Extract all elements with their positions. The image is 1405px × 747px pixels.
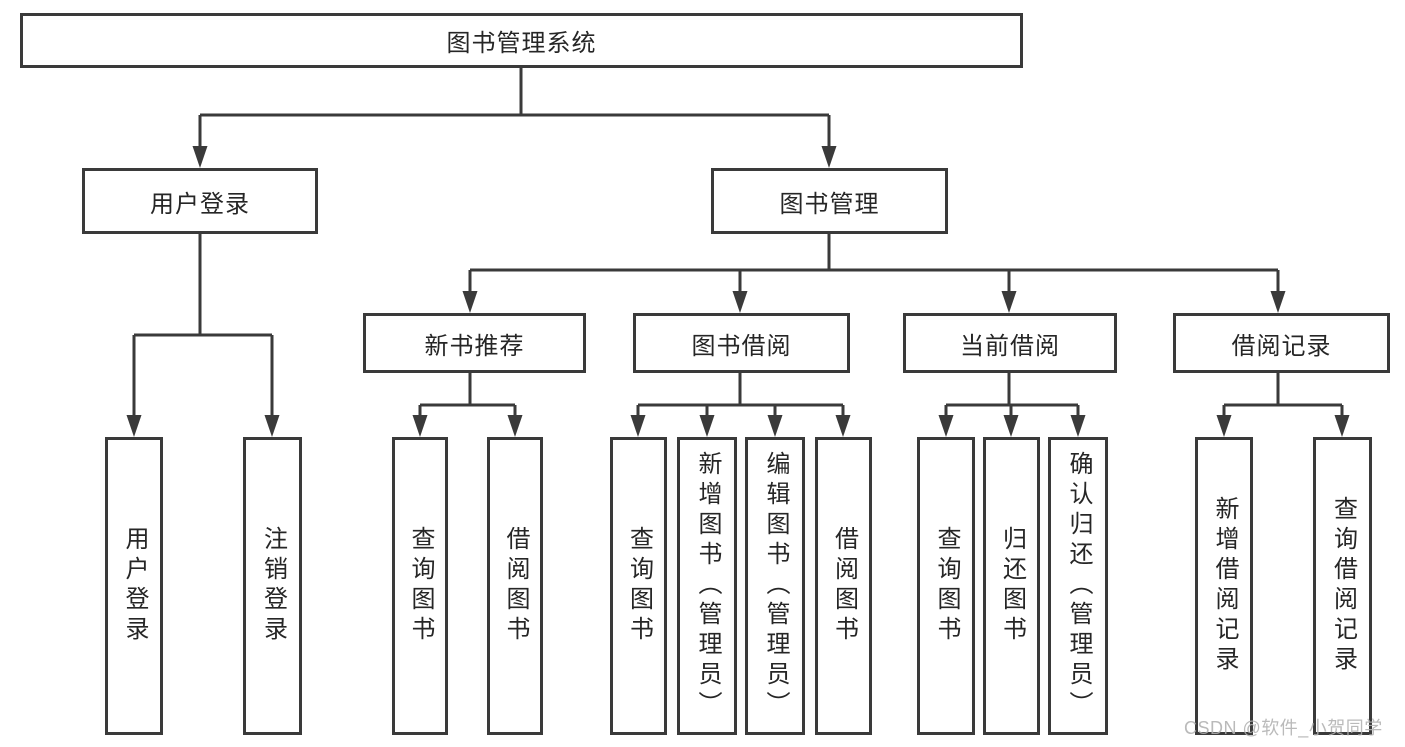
- leaf-logout: 注销登录: [243, 437, 302, 735]
- leaf-user-login: 用户登录: [105, 437, 163, 735]
- arrow-icon: [1270, 291, 1286, 313]
- arrow-icon: [1070, 415, 1086, 437]
- node-borrowing-records: 借阅记录: [1173, 313, 1390, 373]
- connector-book-management: [468, 234, 1280, 295]
- connector-book-borrowing: [636, 373, 845, 419]
- leaf-cb-query-books: 查询图书: [917, 437, 975, 735]
- arrow-icon: [630, 415, 646, 437]
- leaf-bb-add-book-admin: 新增图书（管理员）: [677, 437, 737, 735]
- arrow-icon: [938, 415, 954, 437]
- node-current-borrowing: 当前借阅: [903, 313, 1117, 373]
- node-new-book-recommendation: 新书推荐: [363, 313, 586, 373]
- arrow-icon: [732, 291, 748, 313]
- connector-root: [198, 68, 831, 150]
- arrow-icon: [1334, 415, 1350, 437]
- node-book-borrowing: 图书借阅: [633, 313, 850, 373]
- leaf-nb-query-books: 查询图书: [392, 437, 448, 735]
- connector-new-book: [418, 373, 517, 419]
- node-root: 图书管理系统: [20, 13, 1023, 68]
- arrow-icon: [821, 146, 837, 168]
- arrow-icon: [126, 415, 142, 437]
- arrow-icon: [462, 291, 478, 313]
- leaf-cb-return-books: 归还图书: [983, 437, 1040, 735]
- leaf-bb-query-books: 查询图书: [610, 437, 667, 735]
- arrow-icon: [699, 415, 715, 437]
- node-book-management: 图书管理: [711, 168, 948, 234]
- leaf-bb-edit-book-admin: 编辑图书（管理员）: [745, 437, 805, 735]
- leaf-nb-borrow-books: 借阅图书: [487, 437, 543, 735]
- node-user-login: 用户登录: [82, 168, 318, 234]
- arrow-icon: [264, 415, 280, 437]
- leaf-br-query-record: 查询借阅记录: [1313, 437, 1372, 735]
- arrow-icon: [507, 415, 523, 437]
- arrow-icon: [767, 415, 783, 437]
- leaf-cb-confirm-return-admin: 确认归还（管理员）: [1048, 437, 1108, 735]
- connector-user-login: [132, 234, 274, 419]
- arrow-icon: [1003, 415, 1019, 437]
- arrow-icon: [1216, 415, 1232, 437]
- leaf-br-add-record: 新增借阅记录: [1195, 437, 1253, 735]
- connector-borrow-records: [1222, 373, 1344, 419]
- arrow-icon: [412, 415, 428, 437]
- connector-current-borrowing: [944, 373, 1080, 419]
- arrow-icon: [835, 415, 851, 437]
- leaf-bb-borrow-books: 借阅图书: [815, 437, 872, 735]
- arrow-icon: [192, 146, 208, 168]
- arrow-icon: [1001, 291, 1017, 313]
- arrowheads: [126, 146, 1350, 437]
